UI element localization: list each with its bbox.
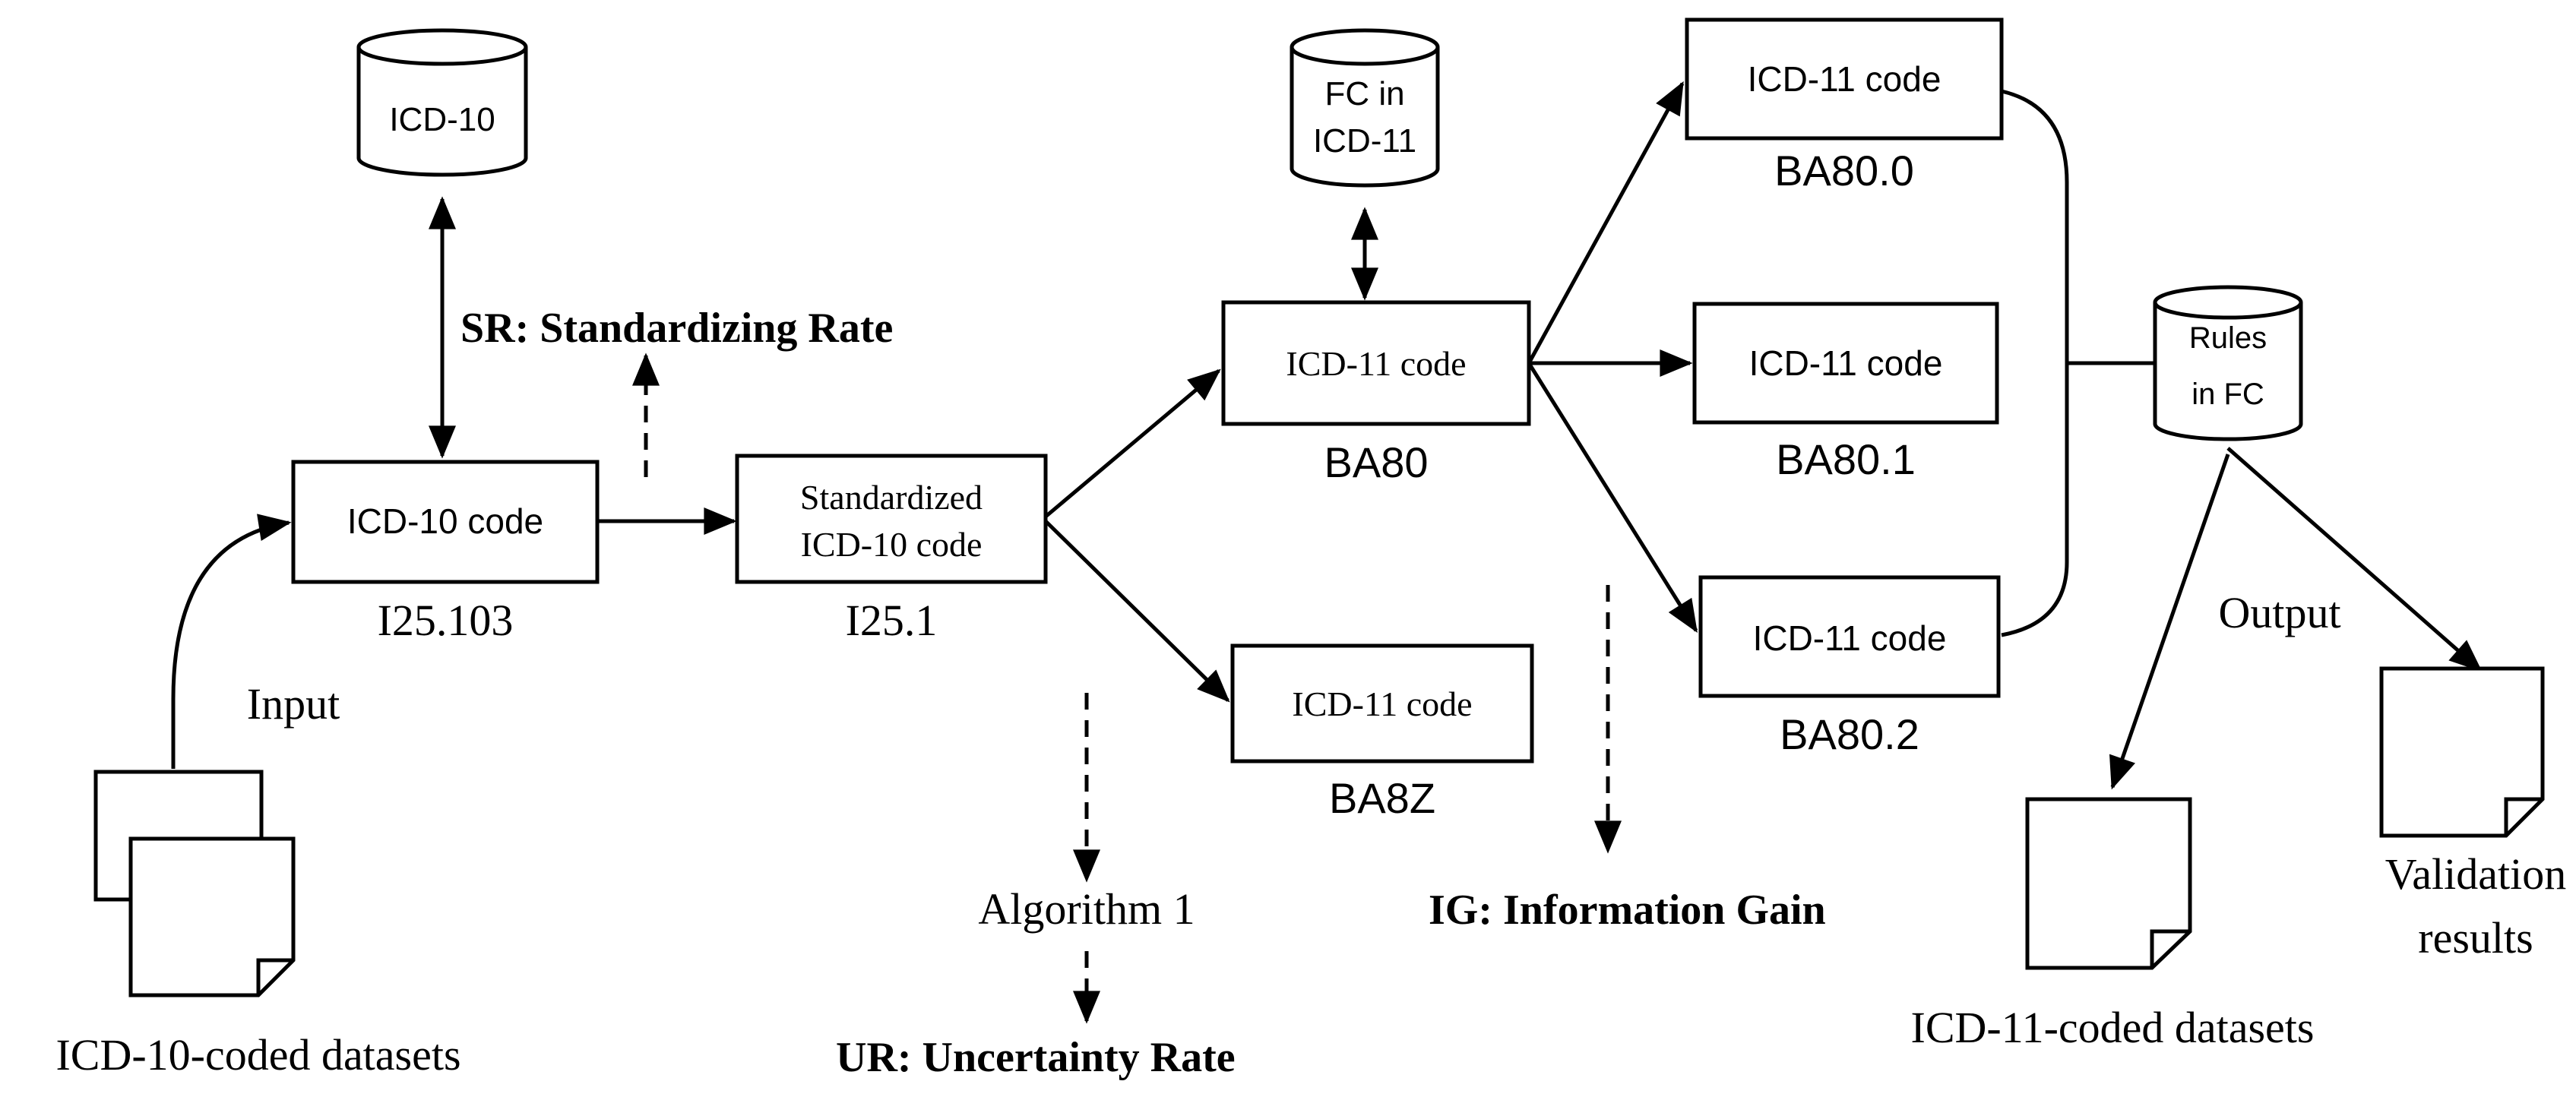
to-ba80-arrow [1044,368,1221,518]
fc-database-label-line2: ICD-11 [1313,122,1416,160]
ur-label: UR: Uncertainty Rate [836,1034,1236,1081]
icd10-code-box-label: ICD-10 code [347,501,543,541]
standardized-code-label: I25.1 [846,596,938,645]
input-code-label: I25.103 [378,596,514,645]
icd11-code-box-ba80-1: ICD-11 code [1692,302,1999,425]
icd11-code-box-ba80-2: ICD-11 code [1698,575,2001,698]
ig-label: IG: Information Gain [1429,887,1826,934]
standardized-code-box: Standardized ICD-10 code [735,454,1048,584]
validation-label-line1: Validation [2385,849,2566,899]
ba80-code-label: BA80 [1324,438,1429,486]
icd10-code-box: ICD-10 code [291,460,600,584]
icd11-box-label: ICD-11 code [1753,618,1947,658]
icd11-code-box-ba80: ICD-11 code [1221,300,1531,426]
input-datasets-document-icon [93,770,296,997]
icd10-database: ICD-10 [356,28,528,177]
ba8z-code-label: BA8Z [1329,774,1435,822]
rules-database-label-line2: in FC [2191,378,2264,411]
output-arrow-validation [2226,447,2483,672]
validation-label-line2: results [2418,913,2533,963]
icd11-box-label: ICD-11 code [1286,344,1466,383]
rules-database-label-line1: Rules [2189,321,2267,355]
icd11-box-label: ICD-11 code [1292,684,1472,723]
to-ba80-2-arrow [1527,362,1698,634]
output-label: Output [2218,588,2340,637]
input-datasets-label: ICD-10-coded datasets [55,1030,460,1080]
icd10-database-label: ICD-10 [389,101,495,138]
rules-fc-database: Rules in FC [2153,285,2303,441]
to-ba8z-arrow [1044,520,1230,703]
standardized-box-label-line1: Standardized [800,478,983,517]
to-ba80-0-arrow [1527,81,1685,365]
icd11-box-label: ICD-11 code [1748,59,1941,99]
algorithm-label: Algorithm 1 [978,884,1195,934]
grouping-bracket [2001,89,2069,637]
icd11-box-label: ICD-11 code [1749,343,1943,383]
sr-label: SR: Standardizing Rate [460,305,893,352]
fc-database-label-line1: FC in [1324,75,1404,112]
fc-icd11-database: FC in ICD-11 [1290,28,1440,188]
ba80-2-code-label: BA80.2 [1780,710,1919,758]
ba80-0-code-label: BA80.0 [1774,147,1914,194]
input-arrow [171,514,292,769]
validation-results-document-icon [2379,666,2545,838]
standardized-box-label-line2: ICD-10 code [801,525,983,564]
output-arrow-datasets [2109,454,2230,790]
icd11-code-box-ba8z: ICD-11 code [1230,643,1534,763]
output-datasets-label: ICD-11-coded datasets [1911,1003,2315,1052]
input-label: Input [247,679,340,729]
icd11-code-box-ba80-0: ICD-11 code [1685,17,2004,141]
ba80-1-code-label: BA80.1 [1776,435,1916,483]
output-datasets-document-icon [2025,797,2192,970]
